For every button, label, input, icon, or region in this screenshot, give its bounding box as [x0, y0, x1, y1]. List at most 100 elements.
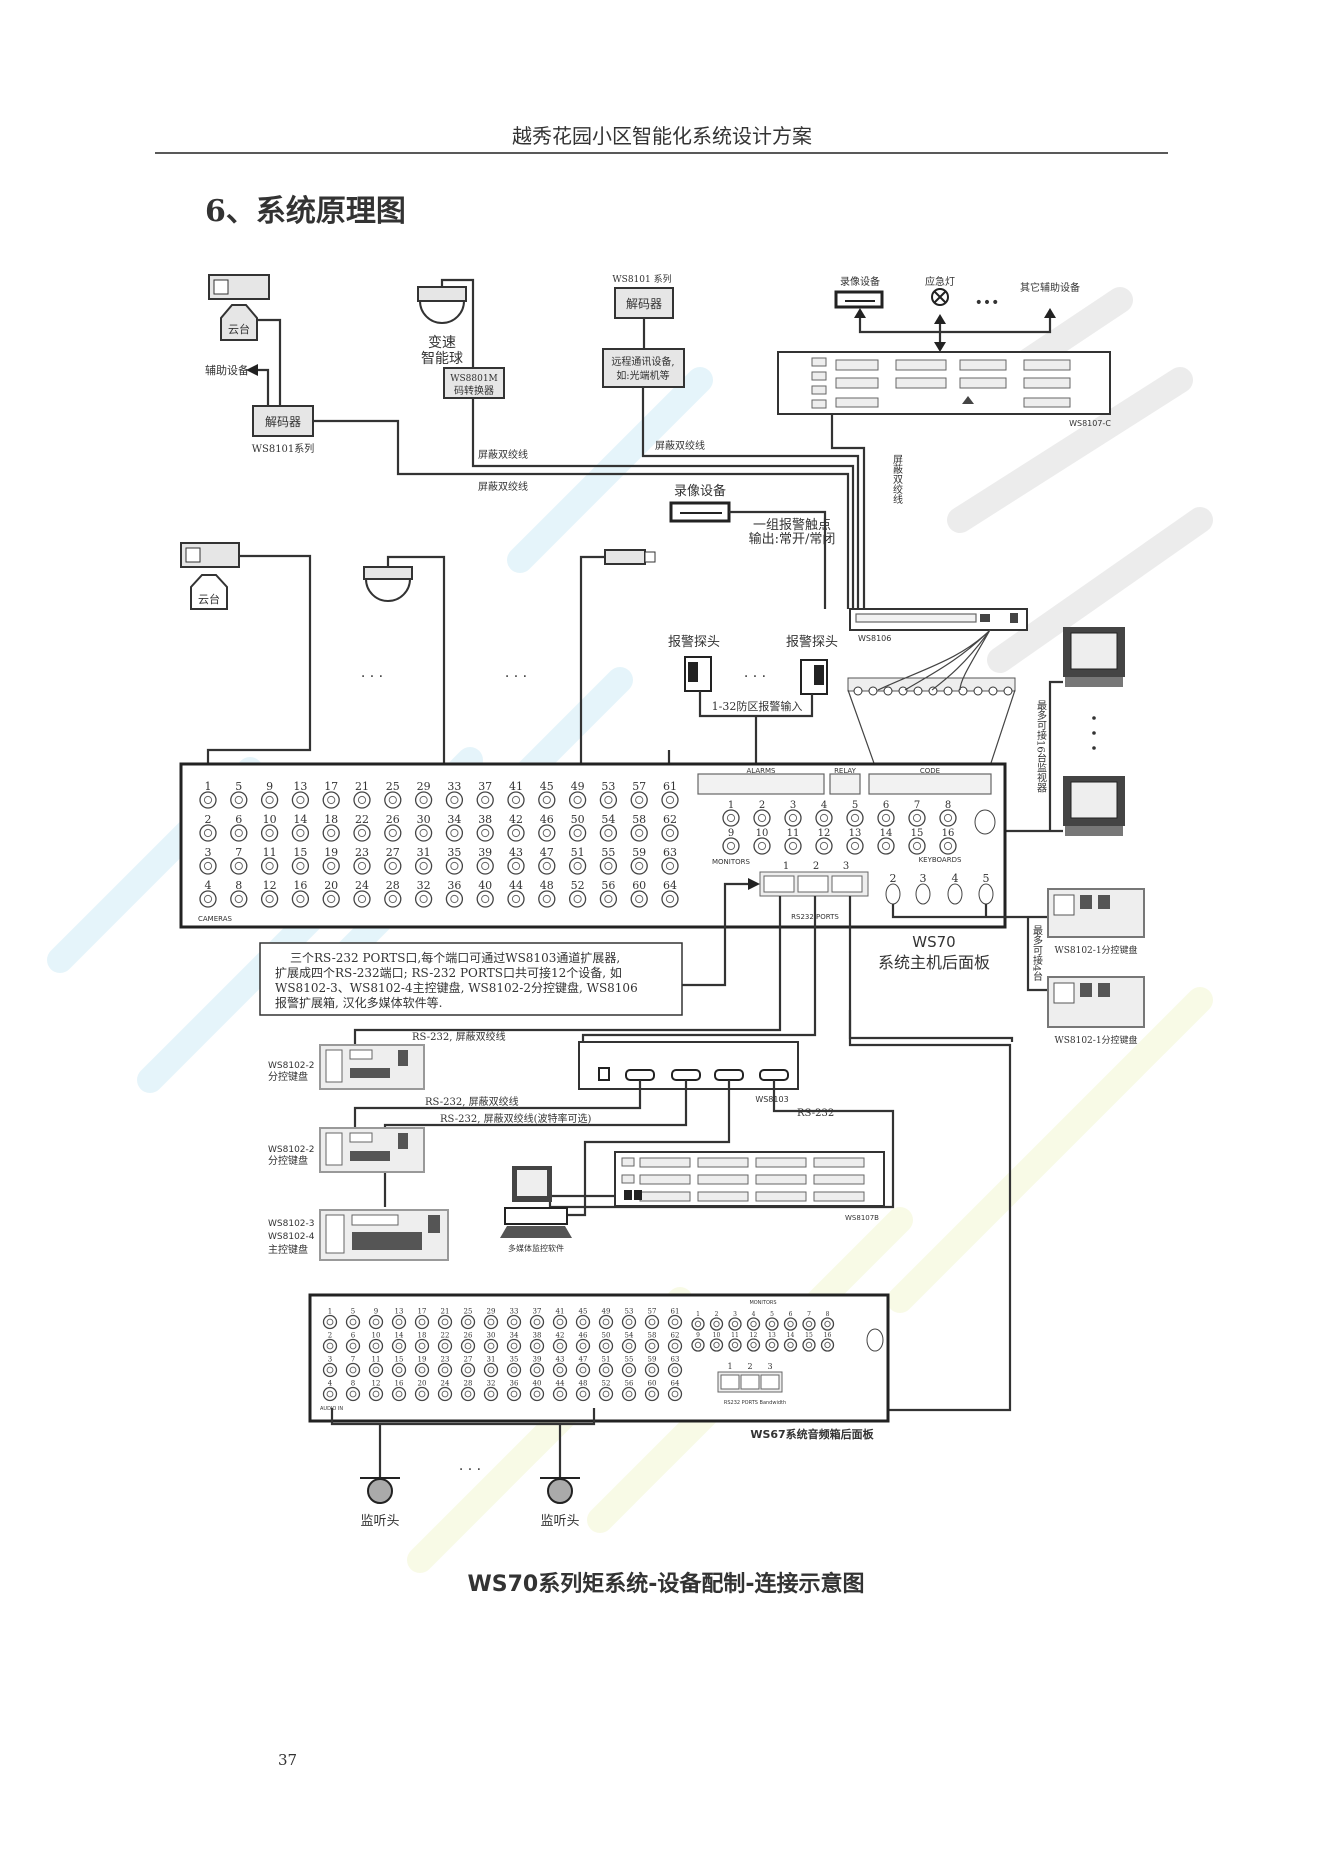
camera-input-jack-center	[265, 795, 274, 805]
svg-text:MONITORS: MONITORS	[749, 1300, 776, 1306]
audio-output-jack	[709, 1317, 724, 1331]
audio-input-jack-center	[510, 1342, 518, 1350]
power-connector	[974, 809, 996, 835]
cable-label: 屏蔽双绞线	[478, 480, 528, 493]
audio-input-number: 63	[671, 1356, 680, 1364]
audio-input-jack-center	[533, 1342, 541, 1350]
audio-input-jack-center	[579, 1390, 587, 1398]
monitor-output-jack	[753, 837, 771, 855]
audio-input-jack	[437, 1338, 453, 1354]
audio-input-number: 32	[487, 1380, 496, 1388]
lamp-icon	[931, 288, 949, 306]
audio-input-jack-center	[349, 1366, 357, 1374]
camera-input-jack	[322, 824, 340, 842]
audio-input-number: 24	[441, 1380, 450, 1388]
svg-text:WS8102-3、WS8102-4主控键盘, WS8102-: WS8102-3、WS8102-4主控键盘, WS8102-2分控键盘, WS8…	[275, 980, 638, 995]
keyboard-ws8102-2	[319, 1044, 425, 1090]
monitor-output-jack	[722, 809, 740, 827]
keyboard-ports	[885, 883, 994, 905]
monitor-output-jack	[815, 837, 833, 855]
camera-input-number: 21	[355, 780, 369, 793]
camera-input-jack	[661, 890, 679, 908]
camera-input-number: 26	[386, 813, 400, 826]
camera-input-jack-center	[357, 894, 367, 904]
camera-input-number: 16	[293, 879, 307, 892]
rack-ws8107b	[614, 1151, 885, 1207]
audio-input-jack-center	[326, 1366, 334, 1374]
camera-input-jack	[260, 791, 279, 809]
monitor-output-number: 3	[790, 800, 796, 811]
camera-input-jack-center	[542, 894, 551, 904]
camera-input-jack	[230, 857, 248, 875]
ptz-camera-left: 云台	[180, 542, 240, 610]
monitor-output-jack-center	[819, 813, 829, 823]
camera-input-jack-center	[265, 861, 274, 871]
audio-input-number: 7	[351, 1356, 355, 1364]
audio-input-jack	[667, 1314, 683, 1330]
svg-text:扩展成四个RS-232端口; RS-232 PORTS口共可: 扩展成四个RS-232端口; RS-232 PORTS口共可接12个设备, 如	[275, 965, 622, 980]
camera-input-number: 24	[355, 879, 369, 892]
camera-input-number: 59	[632, 846, 646, 859]
svg-text:云台: 云台	[228, 322, 250, 336]
audio-input-jack	[621, 1314, 637, 1330]
svg-text:3: 3	[843, 861, 849, 872]
audio-output-number: 6	[789, 1311, 793, 1318]
ellipsis: •••	[975, 295, 1000, 311]
camera-input-number: 13	[293, 780, 307, 793]
audio-input-number: 17	[418, 1308, 427, 1316]
svg-text:云台: 云台	[198, 592, 220, 606]
svg-text:码转换器: 码转换器	[454, 384, 494, 397]
keyboard-type: 分控键盘	[268, 1070, 308, 1083]
camera-input-number: 31	[417, 846, 431, 859]
relay-port	[829, 773, 861, 795]
remote-comm-device: 远程通讯设备, 如:光端机等	[602, 348, 685, 388]
camera-input-jack-center	[327, 795, 336, 805]
audio-input-jack	[529, 1314, 545, 1330]
audio-input-jack	[368, 1314, 384, 1330]
audio-input-jack	[460, 1362, 476, 1378]
camera-input-number: 48	[540, 879, 554, 892]
monitor-output-jack-center	[788, 841, 798, 851]
audio-input-number: 49	[602, 1308, 611, 1316]
audio-input-number: 34	[510, 1332, 519, 1340]
monitor-output-number: 4	[821, 800, 827, 811]
svg-text:变速: 变速	[428, 335, 456, 351]
audio-input-number: 27	[464, 1356, 473, 1364]
main-panel-subtitle: 系统主机后面板	[878, 953, 990, 972]
audio-input-jack	[552, 1338, 568, 1354]
camera-input-jack	[414, 824, 433, 842]
camera-input-jack-center	[450, 861, 459, 871]
monitor-output-number: 16	[942, 828, 955, 839]
audio-input-jack	[552, 1386, 568, 1402]
audio-output-jack	[765, 1338, 779, 1352]
audio-input-jack	[575, 1314, 591, 1330]
decoder-top: 解码器	[614, 287, 674, 319]
camera-input-number: 11	[263, 846, 277, 859]
aux-device-label: 辅助设备	[205, 363, 249, 377]
cameras-label: CAMERAS	[198, 915, 233, 923]
audio-input-jack	[552, 1362, 568, 1378]
camera-input-jack-center	[665, 861, 675, 871]
camera-input-number: 42	[509, 813, 523, 826]
camera-input-number: 54	[601, 813, 615, 826]
camera-input-jack	[568, 791, 587, 809]
audio-output-jack-center	[787, 1341, 794, 1349]
audio-input-jack-center	[395, 1366, 403, 1374]
camera-input-number: 25	[386, 780, 400, 793]
audio-input-jack-center	[671, 1390, 679, 1398]
monitor-output-jack	[815, 809, 833, 827]
audio-input-number: 18	[418, 1332, 427, 1340]
camera-inputs: 1234567891011121314151617181920212223242…	[199, 780, 679, 908]
audio-output-jack	[820, 1338, 835, 1352]
monitor-output-jack-center	[757, 813, 767, 823]
monitor-icon	[1063, 776, 1125, 836]
audio-input-jack-center	[556, 1318, 564, 1326]
audio-input-jack-center	[602, 1342, 610, 1350]
audio-input-jack-center	[625, 1318, 633, 1326]
camera-input-jack-center	[542, 795, 551, 805]
ellipsis: · · ·	[744, 669, 766, 685]
audio-input-jack-center	[326, 1318, 334, 1326]
monitor-output-number: 7	[914, 800, 920, 811]
code-port	[868, 773, 992, 795]
camera-input-number: 23	[355, 846, 369, 859]
